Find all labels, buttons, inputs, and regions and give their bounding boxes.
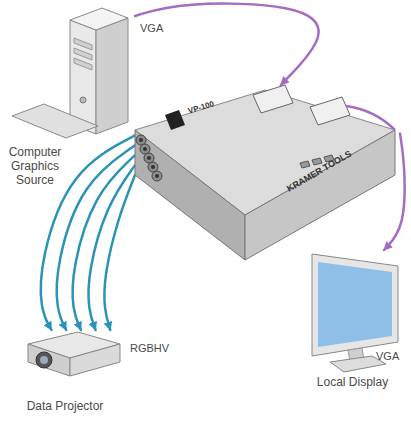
monitor-frame [312,254,398,356]
bnc-connector [152,171,162,181]
drive-bay [74,58,92,70]
tower-top [70,8,128,30]
vga-cable [135,4,319,85]
bnc-pin [147,156,151,160]
device-caption: Data Projector [5,400,125,414]
device-left-face [135,130,245,260]
bnc-connector [136,135,146,145]
display-illustration [300,250,405,395]
cable-line [57,145,135,330]
cable-line [73,155,135,330]
drive-bay [74,48,92,60]
signal-label: RGBHV [130,342,169,354]
monitor-screen [318,262,392,347]
cable-line [88,165,135,330]
converter-illustration [135,85,400,265]
bnc-pin [143,147,147,151]
bnc-pin [155,174,159,178]
computer-node: Computer Graphics Source [0,0,135,200]
projector-side [70,344,120,376]
drive-bay [74,38,92,50]
power-button [80,97,86,103]
device-caption: Computer Graphics Source [0,146,70,187]
vga-plug [253,85,293,113]
bnc-connector [148,162,158,172]
push-button [300,161,310,168]
vga-plug [310,97,350,125]
lens-glass [40,356,48,364]
brand-logo [165,110,185,130]
bnc-connector [140,144,150,154]
bnc-connector [144,153,154,163]
signal-label: VGA [140,22,163,34]
projector-node: Data Projector [20,330,125,420]
display-node: Local Display [300,250,405,395]
bnc-pin [151,165,155,169]
keyboard [12,104,98,138]
signal-label: VGA [376,350,399,362]
tower-side [96,18,128,134]
vga-cable [346,106,395,130]
projector-front [28,344,70,376]
projector-lens [36,352,52,368]
cable-line [135,4,319,85]
device-caption: Local Display [300,376,405,390]
converter-node: VP-100KRAMER TOOLS [135,85,400,265]
bnc-pin [139,138,143,142]
cable-line [104,175,135,330]
device-right-face [245,130,395,260]
